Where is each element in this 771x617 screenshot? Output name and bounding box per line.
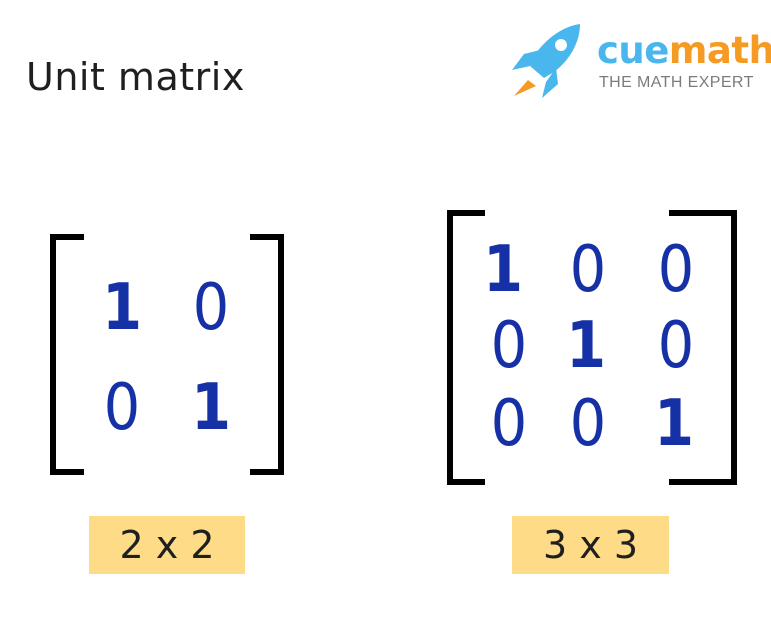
matrix-2x2: 1 0 0 1	[50, 234, 284, 475]
logo-wordmark: cuemath	[597, 30, 771, 72]
matrix-entry: 0	[657, 233, 695, 307]
logo-word-math: math	[668, 29, 771, 72]
matrix-entry: 0	[490, 309, 528, 383]
matrix-entry: 0	[569, 387, 607, 461]
left-bracket	[447, 210, 485, 485]
matrix-entry: 0	[103, 371, 141, 445]
matrix-entry: 0	[192, 271, 230, 345]
matrix-entry: 0	[569, 233, 607, 307]
matrix-entry: 1	[565, 309, 607, 383]
left-bracket	[50, 234, 84, 475]
right-bracket	[669, 210, 737, 485]
matrix-entry: 1	[653, 387, 695, 461]
matrix-entry: 1	[190, 371, 232, 445]
matrix-entry: 1	[482, 233, 524, 307]
cuemath-logo: cuemath THE MATH EXPERT	[506, 20, 771, 100]
matrix-entry: 0	[657, 309, 695, 383]
rocket-icon	[512, 24, 580, 98]
right-bracket	[250, 234, 284, 475]
page-title: Unit matrix	[26, 55, 245, 99]
matrix-size-label: 3 x 3	[512, 516, 669, 574]
matrix-entry: 1	[101, 271, 143, 345]
matrix-3x3: 1 0 0 0 1 0 0 0 1	[447, 210, 737, 485]
matrix-entry: 0	[490, 387, 528, 461]
logo-word-cue: cue	[597, 29, 669, 72]
matrix-size-label: 2 x 2	[89, 516, 245, 574]
logo-tagline: THE MATH EXPERT	[599, 74, 754, 91]
